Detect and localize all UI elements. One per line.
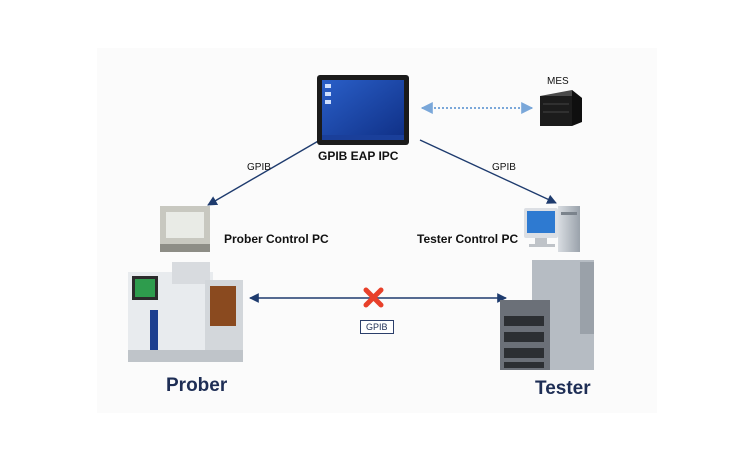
- tester-control-pc-icon: [524, 206, 580, 252]
- prober-control-pc-icon: [160, 206, 210, 252]
- mes-server-icon: [540, 90, 582, 126]
- prober-machine-icon: [128, 262, 243, 362]
- tester-machine-icon: [500, 260, 594, 370]
- gpib-right-label: GPIB: [492, 162, 516, 173]
- eap-ipc-label: GPIB EAP IPC: [318, 149, 399, 163]
- gpib-link-badge: GPIB: [360, 320, 394, 334]
- tester-title: Tester: [535, 378, 591, 399]
- prober-title: Prober: [166, 375, 228, 396]
- arrow-eap-to-tester-pc: [419, 139, 557, 204]
- mes-label: MES: [547, 76, 569, 87]
- eap-ipc-monitor-icon: [317, 75, 409, 145]
- prober-control-pc-label: Prober Control PC: [224, 232, 329, 246]
- arrow-eap-to-prober-pc: [207, 139, 321, 206]
- tester-control-pc-label: Tester Control PC: [417, 232, 519, 246]
- gpib-left-label: GPIB: [247, 162, 271, 173]
- blocked-cross-icon: [363, 287, 384, 308]
